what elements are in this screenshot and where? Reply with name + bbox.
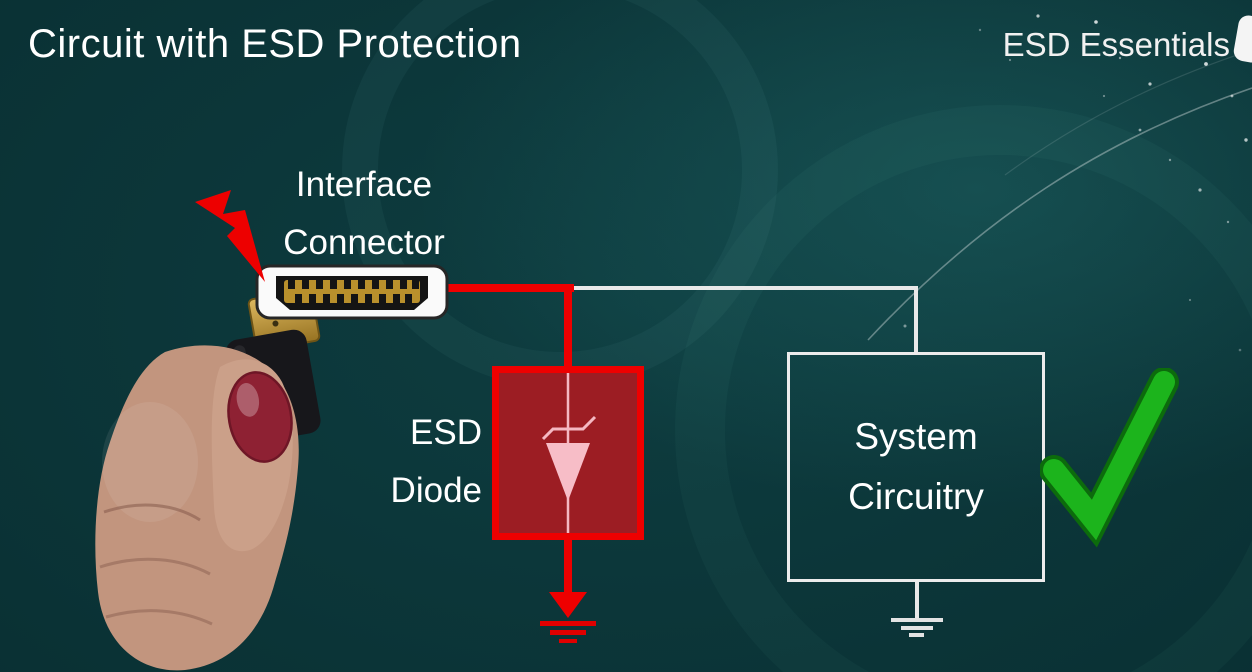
red-wire-vertical	[564, 284, 572, 373]
esd-diode-box	[492, 366, 644, 540]
system-circuitry-box: System Circuitry	[787, 352, 1045, 582]
white-wire-horizontal	[574, 286, 917, 290]
interface-connector-label: Interface Connector	[283, 165, 445, 262]
page-title: Circuit with ESD Protection	[28, 22, 522, 66]
hand-holding-cable-image	[95, 288, 321, 671]
lightning-icon	[195, 190, 265, 282]
hdmi-connector-icon	[255, 264, 449, 320]
system-circuitry-label: System Circuitry	[848, 416, 984, 517]
brand-text: ESD Essentials	[1002, 26, 1230, 63]
system-ground-wire	[915, 580, 919, 620]
check-icon	[1040, 368, 1179, 548]
diode-ground-wire	[564, 538, 572, 594]
white-wire-vertical	[914, 286, 918, 354]
zener-diode-icon	[541, 373, 597, 533]
red-nail	[227, 371, 293, 463]
finger-creases	[99, 503, 213, 626]
down-arrow-icon	[549, 592, 587, 618]
connector-pins	[288, 280, 419, 303]
esd-diode-label: ESD Diode	[390, 413, 482, 510]
red-wire-horizontal	[444, 284, 574, 292]
